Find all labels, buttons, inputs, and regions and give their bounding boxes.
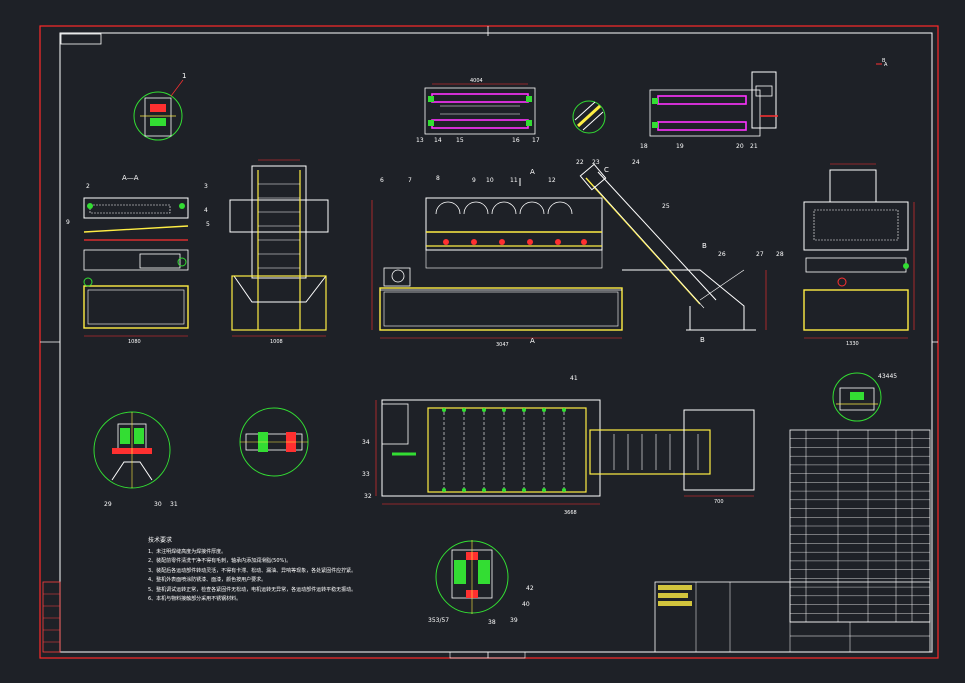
title-block (654, 581, 931, 653)
note-item-3: 3、装配后各运动部件转动灵活，不得有卡滞、松动、漏油、异响等现象，各处紧固件应拧… (148, 567, 357, 574)
technical-notes: 技术要求 1、未注明焊缝高度为焊接件厚度。 2、装配前零件清洗干净不得有毛刺，轴… (148, 536, 368, 605)
section-a-bottom: A (530, 337, 535, 345)
balloon-25: 25 (662, 203, 670, 210)
note-item-5: 5、整机调试运转正常，检查各紧固件无松动，电机运转无异常，各运动部件运转平稳无振… (148, 586, 357, 593)
dim-top-inner: 4004 (470, 78, 483, 84)
balloon-6: 6 (380, 177, 384, 184)
balloon-31: 31 (170, 501, 178, 508)
dim-detail-bottom: 353/57 (428, 617, 449, 624)
balloon-27: 27 (756, 251, 764, 258)
sheet-border (39, 25, 939, 659)
balloon-19: 19 (676, 143, 684, 150)
balloon-32: 32 (364, 493, 372, 500)
balloon-33: 33 (362, 471, 370, 478)
note-item-2: 2、装配前零件清洗干净不得有毛刺，轴承内添加润滑脂(50%)。 (148, 558, 292, 564)
detail-circle-small: 43445 (832, 372, 897, 422)
balloon-40: 40 (522, 601, 530, 608)
balloon-21: 21 (750, 143, 758, 150)
detail-circle-29-31: 29 30 31 (93, 411, 178, 508)
dim-top-width: 1008 (270, 339, 283, 345)
scale-label: 43445 (878, 373, 897, 380)
hopper-end-view: 1008 (229, 159, 329, 345)
section-a-top: A (530, 168, 535, 176)
balloon-17: 17 (532, 137, 540, 144)
balloon-16: 16 (512, 137, 520, 144)
bottom-detail-circle: 353/57 38 39 40 42 (428, 540, 534, 626)
note-item-4: 4、整机外表面喷涂防锈漆、面漆，颜色按用户要求。 (148, 577, 267, 583)
balloon-15: 15 (456, 137, 464, 144)
main-front-view: A 3047 A B B C (371, 159, 784, 348)
balloon-7: 7 (408, 177, 412, 184)
balloon-10: 10 (486, 177, 494, 184)
note-item-1: 1、未注明焊缝高度为焊接件厚度。 (148, 548, 227, 555)
detail-circle-1: 1 (133, 72, 186, 141)
plan-view: 3668 700 34 33 32 41 (362, 375, 755, 516)
balloon-34: 34 (362, 439, 370, 446)
section-b-top: B (702, 242, 707, 250)
balloon-14: 14 (434, 137, 442, 144)
detail-circle-roller (572, 100, 606, 134)
balloon-28: 28 (776, 251, 784, 258)
balloon-11: 11 (510, 177, 518, 184)
balloon-2: 2 (86, 183, 90, 190)
notes-title: 技术要求 (148, 537, 173, 544)
balloon-8: 8 (436, 175, 440, 182)
pos-mark-b: B (882, 58, 886, 64)
balloon-22: 22 (576, 159, 584, 166)
section-b-bottom: B (700, 336, 705, 344)
top-plan-view-b: 18 19 20 21 (640, 71, 778, 150)
balloon-13: 13 (416, 137, 424, 144)
balloon-41: 41 (570, 375, 578, 382)
balloon-23: 23 (592, 159, 600, 166)
balloon-5: 5 (206, 221, 210, 228)
balloon-4: 4 (204, 207, 208, 214)
dim-side-width: 1330 (846, 341, 859, 347)
section-c: C (604, 166, 609, 174)
dim-plan-left: 3668 (564, 510, 577, 516)
balloon-24: 24 (632, 159, 640, 166)
balloon-9b: 9 (472, 177, 476, 184)
balloon-38: 38 (488, 619, 496, 626)
balloon-18: 18 (640, 143, 648, 150)
pos-mark-a: A (884, 62, 888, 68)
balloon-9: 9 (66, 219, 70, 226)
view-label-aa: A—A (122, 174, 139, 182)
balloon-26: 26 (718, 251, 726, 258)
dim-front-width: 3047 (496, 342, 509, 348)
dim-bottom-left: 1080 (128, 339, 141, 345)
section-view-aa: A—A 1080 2 3 4 5 9 (66, 174, 210, 345)
note-item-6: 6、本机与物料接触部分采用不锈钢材料。 (148, 596, 242, 602)
balloon-12: 12 (548, 177, 556, 184)
balloon-1: 1 (182, 72, 186, 80)
right-end-view: 1330 (803, 163, 915, 347)
balloon-42: 42 (526, 585, 534, 592)
top-plan-view-a: 4004 13 14 15 16 17 (416, 78, 540, 144)
balloon-30: 30 (154, 501, 162, 508)
balloon-20: 20 (736, 143, 744, 150)
detail-circle-shaft (239, 407, 309, 477)
balloon-39: 39 (510, 617, 518, 624)
balloon-3: 3 (204, 183, 208, 190)
balloon-29: 29 (104, 501, 112, 508)
dim-plan-right: 700 (714, 499, 724, 505)
